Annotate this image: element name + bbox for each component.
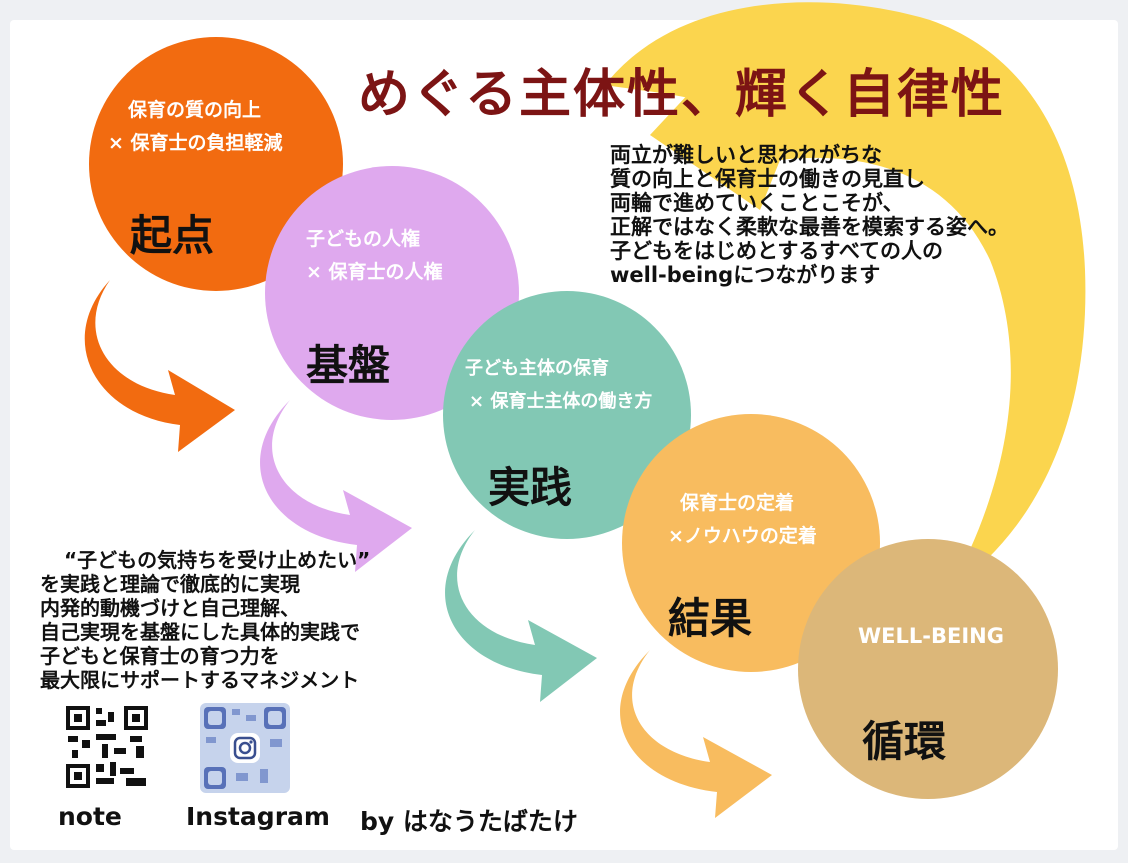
loop-arrow xyxy=(605,2,1086,590)
arrow-purple xyxy=(260,400,412,572)
start-subtitle-line: 保育の質の向上 xyxy=(128,99,262,121)
cycle-subtitle-line: WELL-BEING xyxy=(858,624,1004,648)
result-subtitle-line: ×ノウハウの定着 xyxy=(668,525,817,547)
practice-subtitle-line: 子ども主体の保育 xyxy=(465,358,609,379)
instagram-qr-code[interactable] xyxy=(200,703,290,793)
description-line: 質の向上と保育士の働きの見直し xyxy=(610,167,925,191)
start-subtitle: 保育の質の向上 × 保育士の負担軽減 xyxy=(108,94,283,160)
arrow-amber xyxy=(620,650,772,818)
quote-line: 子どもと保育士の育つ力を xyxy=(40,644,280,668)
page-title: めぐる主体性、輝く自律性 xyxy=(358,65,1005,125)
description-block: 両立が難しいと思われがちな 質の向上と保育士の働きの見直し 両輪で進めていくこと… xyxy=(610,143,1009,287)
instagram-link[interactable]: Instagram xyxy=(186,802,330,831)
quote-line: 内発的動機づけと自己理解、 xyxy=(40,596,300,620)
description-line: well-beingにつながります xyxy=(610,263,881,287)
circle-start xyxy=(89,37,343,291)
start-label: 起点 xyxy=(130,211,215,260)
foundation-subtitle: 子どもの人権 × 保育士の人権 xyxy=(306,223,443,289)
circle-practice xyxy=(443,291,691,539)
note-link[interactable]: note xyxy=(58,802,122,831)
practice-label: 実践 xyxy=(488,463,573,512)
start-subtitle-line: × 保育士の負担軽減 xyxy=(108,132,283,154)
practice-subtitle: 子ども主体の保育 × 保育士主体の働き方 xyxy=(465,352,652,418)
quote-line: 自己実現を基盤にした具体的実践で xyxy=(40,620,360,644)
byline: by はなうたばたけ xyxy=(360,807,578,836)
foundation-label: 基盤 xyxy=(306,341,391,390)
note-qr-code[interactable] xyxy=(66,706,148,788)
cycle-label: 循環 xyxy=(862,717,947,766)
result-label: 結果 xyxy=(668,594,753,643)
description-line: 正解ではなく柔軟な最善を模索する姿へ。 xyxy=(610,215,1009,239)
description-line: 両輪で進めていくことこそが、 xyxy=(610,191,904,215)
foundation-subtitle-line: 子どもの人権 xyxy=(306,228,421,250)
circle-foundation xyxy=(265,166,519,420)
arrow-orange xyxy=(84,280,235,452)
result-subtitle-line: 保育士の定着 xyxy=(680,492,795,514)
circle-cycle xyxy=(798,539,1058,799)
quote-line: 最大限にサポートするマネジメント xyxy=(40,668,360,692)
quote-block: “子どもの気持ちを受け止めたい” を実践と理論で徹底的に実現 内発的動機づけと自… xyxy=(40,548,370,692)
cycle-subtitle: WELL-BEING xyxy=(858,620,1004,653)
foundation-subtitle-line: × 保育士の人権 xyxy=(306,261,443,283)
quote-line: を実践と理論で徹底的に実現 xyxy=(40,572,300,596)
practice-subtitle-line: × 保育士主体の働き方 xyxy=(469,391,653,412)
result-subtitle: 保育士の定着 ×ノウハウの定着 xyxy=(668,487,817,553)
quote-line: “子どもの気持ちを受け止めたい” xyxy=(64,548,371,572)
description-line: 両立が難しいと思われがちな xyxy=(610,143,882,167)
arrow-teal xyxy=(445,530,597,702)
description-line: 子どもをはじめとするすべての人の xyxy=(610,239,944,263)
